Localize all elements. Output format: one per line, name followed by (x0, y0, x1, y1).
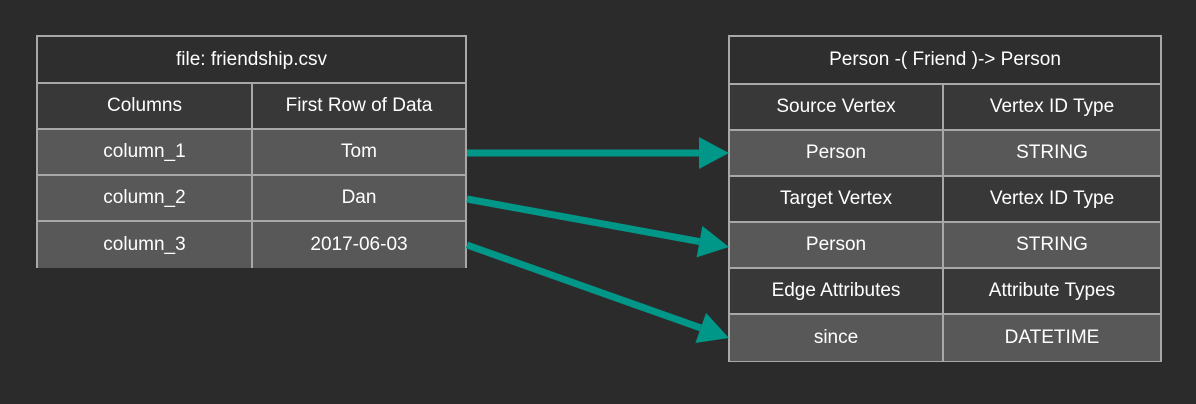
table-row: column_3 2017-06-03 (38, 222, 465, 268)
target-value-target-vertex: Person (730, 223, 944, 267)
target-label-vertex-id-type-1: Vertex ID Type (944, 85, 1160, 129)
table-row: Person STRING (730, 223, 1160, 269)
target-label-target-vertex: Target Vertex (730, 177, 944, 221)
target-header-row-edge-attributes: Edge Attributes Attribute Types (730, 269, 1160, 315)
source-cell-value-2: Dan (253, 176, 465, 220)
target-label-edge-attributes: Edge Attributes (730, 269, 944, 313)
target-value-source-vertex: Person (730, 131, 944, 175)
source-cell-column-name-3: column_3 (38, 222, 253, 268)
source-cell-value-1: Tom (253, 130, 465, 174)
target-header-row-source-vertex: Source Vertex Vertex ID Type (730, 85, 1160, 131)
target-label-attribute-types: Attribute Types (944, 269, 1160, 313)
target-header-row-target-vertex: Target Vertex Vertex ID Type (730, 177, 1160, 223)
table-row: column_2 Dan (38, 176, 465, 222)
source-cell-column-name-2: column_2 (38, 176, 253, 220)
source-table-header-row: Columns First Row of Data (38, 84, 465, 130)
target-label-source-vertex: Source Vertex (730, 85, 944, 129)
mapping-arrow-shaft-3 (465, 241, 702, 332)
mapping-arrow-shaft-2 (466, 195, 701, 246)
table-row: Person STRING (730, 131, 1160, 177)
source-header-columns: Columns (38, 84, 253, 128)
target-table-title: Person -( Friend )-> Person (730, 37, 1160, 85)
target-value-target-vertex-type: STRING (944, 223, 1160, 267)
target-label-vertex-id-type-2: Vertex ID Type (944, 177, 1160, 221)
table-row: since DATETIME (730, 315, 1160, 361)
table-row: column_1 Tom (38, 130, 465, 176)
source-cell-value-3: 2017-06-03 (253, 222, 465, 268)
source-table-title: file: friendship.csv (38, 37, 465, 84)
mapping-arrow-head-3 (695, 312, 729, 344)
mapping-arrow-group (465, 137, 729, 344)
target-value-edge-attribute-type: DATETIME (944, 315, 1160, 361)
mapping-arrow-head-1 (699, 137, 729, 169)
target-value-source-vertex-type: STRING (944, 131, 1160, 175)
target-value-edge-attribute: since (730, 315, 944, 361)
source-cell-column-name-1: column_1 (38, 130, 253, 174)
target-schema-table: Person -( Friend )-> Person Source Verte… (728, 35, 1162, 362)
source-csv-table: file: friendship.csv Columns First Row o… (36, 35, 467, 268)
mapping-arrow-head-2 (696, 225, 729, 258)
source-header-first-row-of-data: First Row of Data (253, 84, 465, 128)
